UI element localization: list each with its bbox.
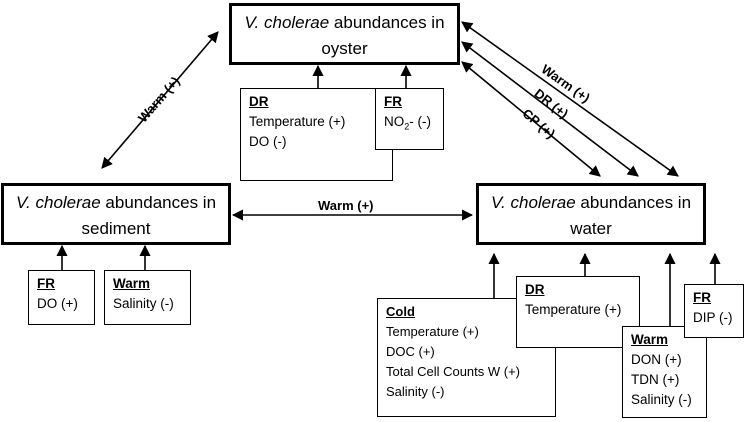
factor-sediment-warm: Warm Salinity (-) bbox=[104, 270, 191, 325]
arrow-oyster-water-cp bbox=[461, 61, 601, 177]
factor-heading: DR bbox=[525, 282, 545, 297]
node-sediment: V. cholerae abundances in sediment bbox=[1, 183, 231, 245]
factor-water-fr: FR DIP (-) bbox=[684, 284, 744, 338]
node-water-line2: water bbox=[570, 219, 612, 238]
factor-heading: Cold bbox=[386, 304, 415, 319]
factor-sediment-fr: FR DO (+) bbox=[28, 270, 95, 325]
arrow-oyster-water-warm bbox=[461, 21, 679, 177]
node-water: V. cholerae abundances in water bbox=[476, 183, 706, 245]
no2-main: NO bbox=[384, 114, 405, 129]
factor-item: Salinity (-) bbox=[631, 392, 692, 407]
factor-oyster-dr: DR Temperature (+) DO (-) bbox=[240, 88, 393, 181]
node-sediment-text: abundances in bbox=[100, 193, 217, 212]
node-oyster-species: V. cholerae bbox=[244, 13, 330, 32]
node-water-species: V. cholerae bbox=[490, 193, 576, 212]
factor-item: DON (+) bbox=[631, 352, 682, 367]
factor-item: Temperature (+) bbox=[386, 324, 479, 339]
factor-heading: Warm bbox=[113, 276, 151, 291]
factor-item-no2: NO2- (-) bbox=[384, 112, 443, 137]
node-sediment-species: V. cholerae bbox=[15, 193, 101, 212]
factor-oyster-fr: FR NO2- (-) bbox=[375, 88, 444, 150]
factor-item: Temperature (+) bbox=[249, 114, 346, 129]
node-sediment-line2: sediment bbox=[81, 219, 151, 238]
factor-item: Total Cell Counts W (+) bbox=[386, 364, 521, 379]
node-water-text: abundances in bbox=[575, 193, 692, 212]
factor-item: TDN (+) bbox=[631, 372, 680, 387]
factor-heading: Warm bbox=[631, 332, 669, 347]
no2-sub: 2 bbox=[404, 121, 410, 132]
factor-item: DIP (-) bbox=[693, 310, 733, 325]
edge-label-sediment-water: Warm (+) bbox=[318, 198, 374, 213]
arrow-oyster-sediment bbox=[101, 31, 219, 169]
factor-item: Temperature (+) bbox=[525, 302, 622, 317]
no2-rest: - (-) bbox=[409, 114, 431, 129]
factor-heading: FR bbox=[37, 276, 55, 291]
factor-heading: FR bbox=[693, 290, 711, 305]
factor-item: DOC (+) bbox=[386, 344, 435, 359]
factor-item: DO (-) bbox=[249, 134, 287, 149]
factor-heading: DR bbox=[249, 94, 269, 109]
factor-item: Salinity (-) bbox=[113, 296, 174, 311]
factor-water-warm: Warm DON (+) TDN (+) Salinity (-) bbox=[622, 326, 707, 418]
factor-water-dr: DR Temperature (+) bbox=[516, 276, 640, 348]
factor-item: Salinity (-) bbox=[386, 384, 445, 399]
factor-item: DO (+) bbox=[37, 296, 78, 311]
factor-heading: FR bbox=[384, 94, 402, 109]
node-oyster: V. cholerae abundances in oyster bbox=[229, 3, 460, 65]
node-oyster-text: abundances in bbox=[329, 13, 445, 32]
node-oyster-line2: oyster bbox=[321, 39, 368, 58]
